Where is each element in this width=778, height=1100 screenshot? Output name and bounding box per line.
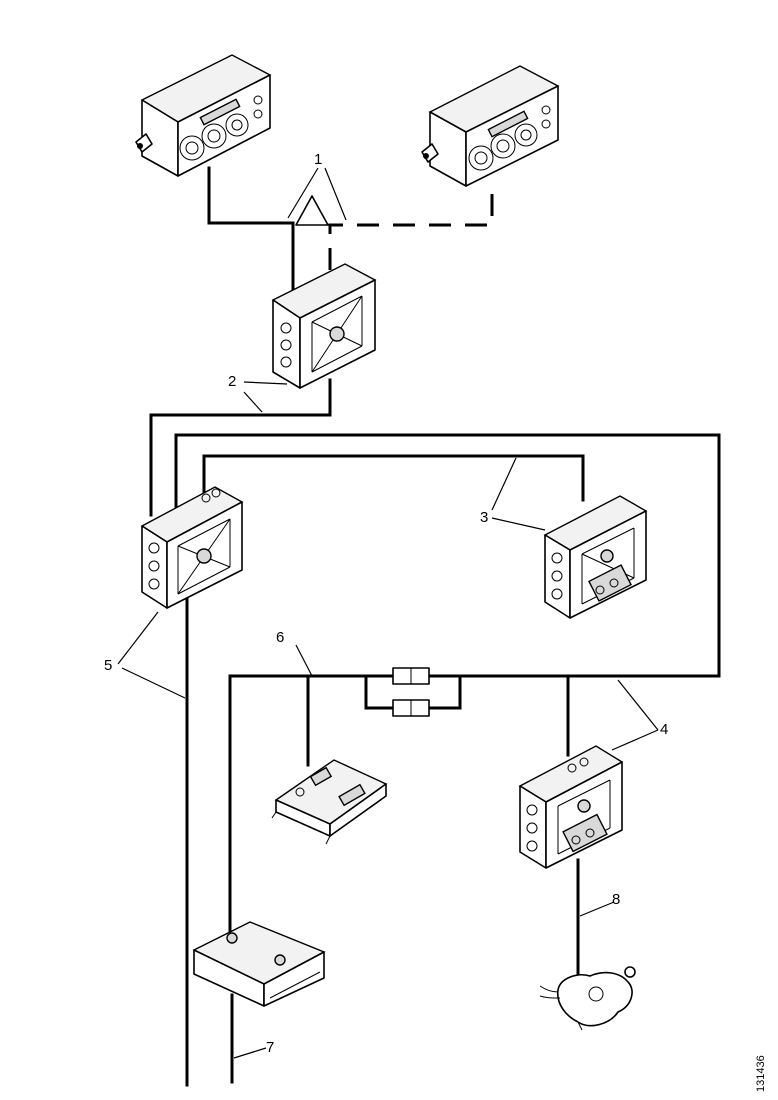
module-6 [271, 759, 388, 845]
cable-loop-outer [174, 433, 721, 937]
cable-3 [202, 454, 585, 507]
cable-1-dashed [328, 180, 494, 270]
callout-2: 2 [228, 373, 236, 390]
callout-6: 6 [276, 629, 284, 646]
arrow-up-icon [295, 195, 329, 226]
cable-1-solid [207, 166, 295, 292]
box-7 [192, 921, 326, 1007]
actuator-8 [539, 966, 636, 1031]
callout-labels: 1 2 3 4 5 6 7 8 [104, 151, 668, 1056]
callout-5: 5 [104, 657, 112, 674]
cable-2 [149, 378, 332, 517]
callout-1: 1 [314, 151, 322, 168]
figure-reference: 131436 [755, 1055, 767, 1092]
bus-connectors [392, 667, 430, 717]
callout-8: 8 [612, 891, 620, 908]
control-unit-left [140, 486, 244, 609]
instrument-panel-right [421, 65, 560, 187]
callout-4: 4 [660, 721, 668, 738]
instrument-panel-left [135, 54, 272, 177]
callout-3: 3 [480, 509, 488, 526]
control-unit-upper [271, 263, 377, 389]
callout-7: 7 [266, 1039, 274, 1056]
control-unit-right [543, 495, 648, 619]
control-unit-lower [518, 745, 624, 869]
callout-leaders [117, 167, 659, 1059]
